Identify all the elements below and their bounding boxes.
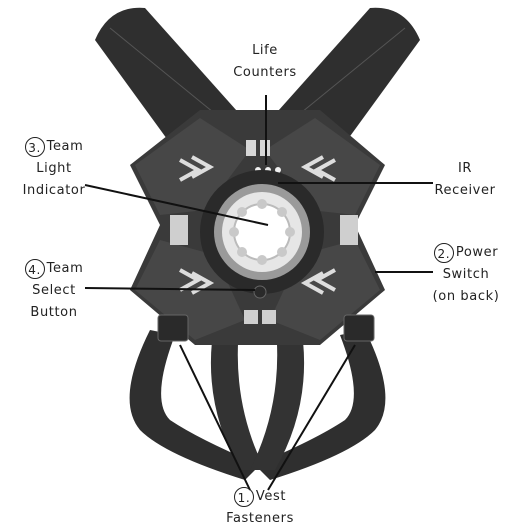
team-select-button (254, 286, 266, 298)
team-select-button-label: 4.Team Select Button (4, 258, 104, 324)
label-line: Receiver (420, 180, 510, 202)
label-line: 3.Team (4, 136, 104, 158)
label-line: Light (4, 158, 104, 180)
number-badge: 3. (25, 137, 45, 157)
label-line: Life (220, 40, 310, 62)
label-line: Switch (420, 264, 512, 286)
label-line: IR (420, 158, 510, 180)
label-line: 2.Power (420, 242, 512, 264)
label-line: (on back) (420, 286, 512, 308)
label-line: Button (4, 302, 104, 324)
label-text: Power (456, 245, 498, 260)
label-line: 1.Vest (205, 486, 315, 508)
label-line: Counters (220, 62, 310, 84)
number-badge: 2. (434, 243, 454, 263)
number-badge: 4. (25, 259, 45, 279)
label-text: Team (47, 139, 84, 154)
label-text: Team (47, 261, 84, 276)
label-line: 4.Team (4, 258, 104, 280)
number-badge: 1. (234, 487, 254, 507)
team-light-indicator-label: 3.Team Light Indicator (4, 136, 104, 202)
label-line: Indicator (4, 180, 104, 202)
life-counter-1 (246, 140, 256, 156)
label-line: Fasteners (205, 508, 315, 530)
label-text: Vest (256, 489, 286, 504)
team-light (200, 170, 324, 294)
vest-fasteners-label: 1.Vest Fasteners (205, 486, 315, 530)
power-switch-label: 2.Power Switch (on back) (420, 242, 512, 308)
ir-receiver-label: IR Receiver (420, 158, 510, 202)
life-counters-label: Life Counters (220, 40, 310, 84)
label-line: Select (4, 280, 104, 302)
